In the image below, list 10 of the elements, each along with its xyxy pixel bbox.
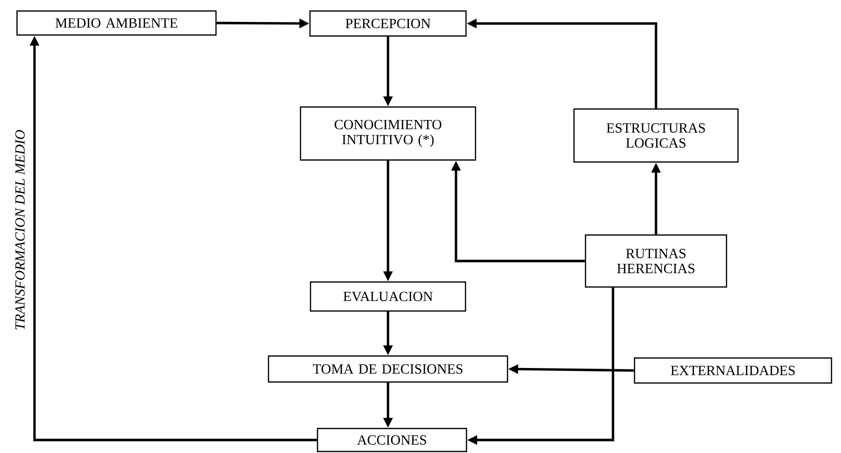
- process-box: TOMA DE DECISIONES: [268, 355, 508, 383]
- edge-label: TRANSFORMACION DEL MEDIO: [14, 128, 26, 332]
- process-box: EVALUACION: [310, 281, 466, 312]
- process-box: RUTINAS HERENCIAS: [584, 234, 728, 288]
- process-box: MEDIO AMBIENTE: [16, 10, 217, 36]
- process-box: ACCIONES: [316, 428, 468, 452]
- process-box: CONOCIMIENTO INTUITIVO (*): [300, 106, 476, 161]
- process-box: EXTERNALIDADES: [634, 357, 832, 384]
- process-box: PERCEPCION: [309, 10, 467, 37]
- process-box: ESTRUCTURAS LOGICAS: [573, 108, 739, 163]
